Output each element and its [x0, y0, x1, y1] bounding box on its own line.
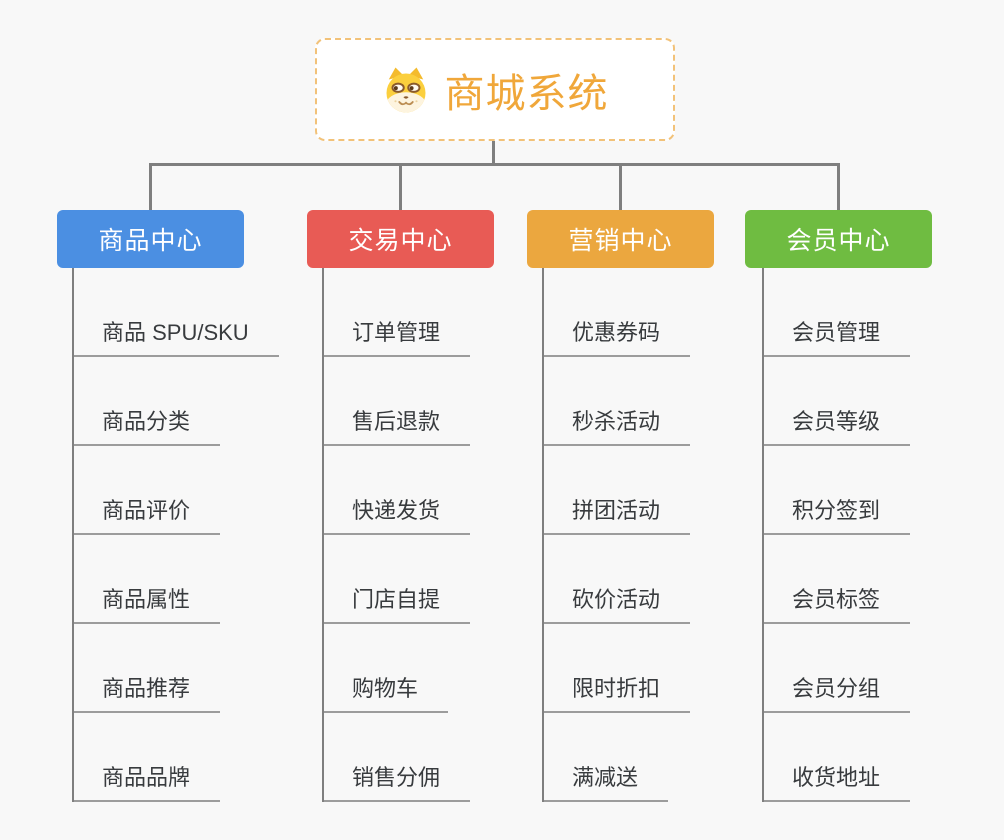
connector-drop-2: [399, 163, 402, 210]
branch-node-member-center[interactable]: 会员中心: [745, 210, 932, 268]
child-node[interactable]: 售后退款: [324, 357, 471, 446]
child-node[interactable]: 购物车: [324, 624, 470, 713]
child-node[interactable]: 商品分类: [74, 357, 279, 446]
child-node[interactable]: 商品 SPU/SKU: [74, 268, 279, 357]
child-node[interactable]: 订单管理: [324, 268, 471, 357]
root-title: 商城系统: [444, 71, 609, 116]
child-node[interactable]: 快递发货: [324, 446, 471, 535]
child-node[interactable]: 限时折扣: [544, 624, 691, 713]
child-node[interactable]: 积分签到: [764, 446, 911, 535]
connector-drop-3: [619, 163, 622, 210]
child-node[interactable]: 拼团活动: [544, 446, 691, 535]
child-node[interactable]: 会员等级: [764, 357, 911, 446]
branch-children-product-center: 商品 SPU/SKU 商品分类 商品评价 商品属性 商品推荐 商品品牌: [72, 268, 279, 802]
branch-node-marketing-center[interactable]: 营销中心: [527, 210, 714, 268]
child-node[interactable]: 秒杀活动: [544, 357, 691, 446]
branch-node-product-center[interactable]: 商品中心: [57, 210, 244, 268]
child-node[interactable]: 商品评价: [74, 446, 279, 535]
branch-node-trade-center[interactable]: 交易中心: [307, 210, 494, 268]
dog-face-icon: [386, 67, 425, 112]
child-node[interactable]: 收货地址: [764, 713, 911, 802]
child-node[interactable]: 销售分佣: [324, 713, 471, 802]
branch-children-marketing-center: 优惠券码 秒杀活动 拼团活动 砍价活动 限时折扣 满减送: [542, 268, 691, 802]
connector-root-stub: [492, 141, 495, 163]
child-node[interactable]: 商品品牌: [74, 713, 279, 802]
child-node[interactable]: 砍价活动: [544, 535, 691, 624]
branch-children-trade-center: 订单管理 售后退款 快递发货 门店自提 购物车 销售分佣: [322, 268, 471, 802]
child-node[interactable]: 商品推荐: [74, 624, 279, 713]
child-node[interactable]: 门店自提: [324, 535, 471, 624]
branch-children-member-center: 会员管理 会员等级 积分签到 会员标签 会员分组 收货地址: [762, 268, 911, 802]
child-node[interactable]: 满减送: [544, 713, 690, 802]
child-node[interactable]: 会员标签: [764, 535, 911, 624]
root-node[interactable]: 商城系统: [315, 38, 675, 141]
child-node[interactable]: 优惠券码: [544, 268, 691, 357]
connector-drop-1: [149, 163, 152, 210]
child-node[interactable]: 商品属性: [74, 535, 279, 624]
child-node[interactable]: 会员管理: [764, 268, 911, 357]
child-node[interactable]: 会员分组: [764, 624, 911, 713]
connector-horizontal: [149, 163, 840, 166]
connector-drop-4: [837, 163, 840, 210]
